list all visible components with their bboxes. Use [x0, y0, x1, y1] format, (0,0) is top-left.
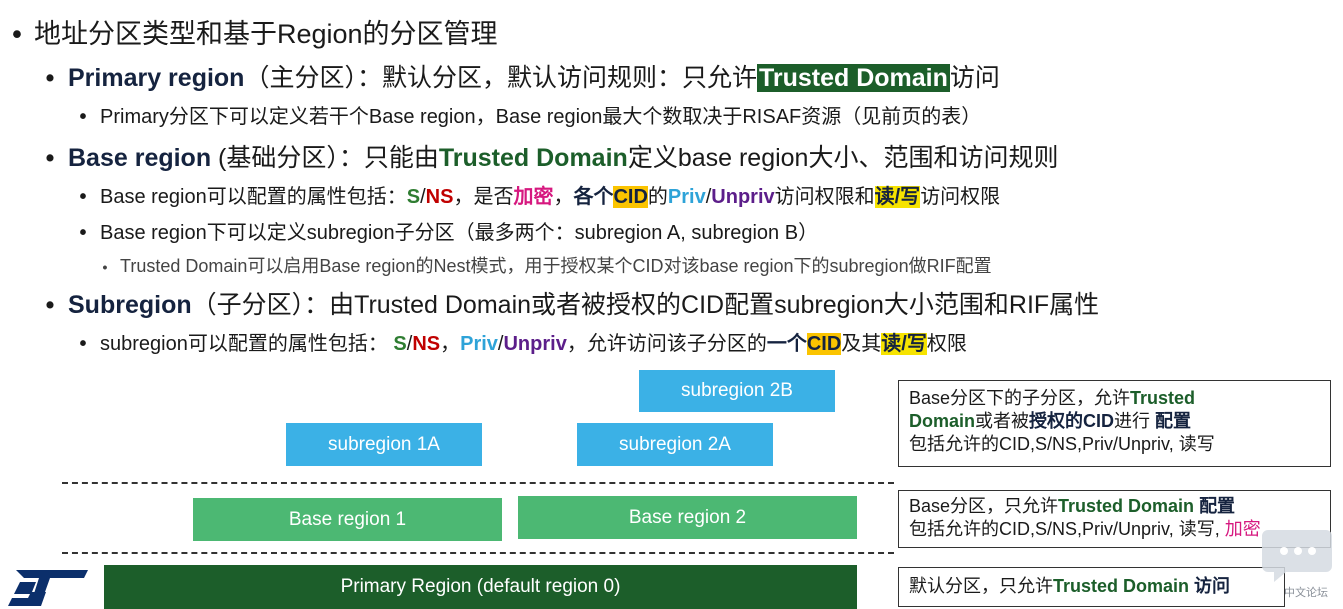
unpriv-label: Unpriv	[503, 333, 567, 355]
heading-line: • 地址分区类型和基于Region的分区管理	[0, 12, 498, 51]
chat-bubble-icon	[1262, 530, 1332, 582]
text: subregion可以配置的属性包括：	[100, 333, 394, 355]
slash: /	[497, 333, 504, 355]
text: ，允许访问该子分区的	[566, 333, 767, 355]
text: ，	[440, 333, 461, 355]
rw-highlight: 读/写	[881, 333, 927, 355]
text: 包括允许的CID,S/NS,Priv/Unpriv, 读写,	[909, 519, 1225, 539]
bullet: •	[79, 333, 87, 355]
nest-mode-line: • Trusted Domain可以启用Base region的Nest模式，用于…	[90, 252, 992, 278]
text: ，	[553, 186, 574, 208]
text: ，是否	[453, 186, 514, 208]
subregion-2b-box: subregion 2B	[639, 370, 835, 412]
slash: /	[705, 186, 712, 208]
text: 访问	[949, 64, 1000, 92]
forum-watermark: 中文论坛	[1262, 526, 1336, 608]
watermark-text: 中文论坛	[1284, 587, 1328, 599]
note-base: Base分区，只允许Trusted Domain 配置 包括允许的CID,S/N…	[898, 490, 1331, 548]
ns-label: NS	[412, 333, 441, 355]
text: （主分区）：默认分区，默认访问规则：只允许	[244, 64, 757, 92]
text: （子分区）：由Trusted Domain或者被授权的CID配置subregio…	[191, 291, 1100, 319]
text: 访问权限	[920, 186, 1001, 208]
trusted-domain-text: Trusted Domain	[1058, 496, 1200, 516]
trusted-domain-text: Trusted Domain	[1053, 576, 1195, 596]
subregion-2a-box: subregion 2A	[577, 423, 773, 466]
slash: /	[420, 186, 426, 208]
encrypt-text: 加密	[1224, 519, 1261, 539]
text: 默认分区，只允许	[909, 576, 1053, 596]
text: Base分区，只允许	[909, 496, 1059, 516]
bullet: •	[45, 144, 55, 172]
base-region-1-box: Base region 1	[193, 498, 502, 541]
subregion-line: • Subregion（子分区）：由Trusted Domain或者被授权的CID…	[32, 285, 1100, 321]
text: 定义base region大小、范围和访问规则	[627, 144, 1059, 172]
s-label: S	[406, 186, 421, 208]
text: 进行	[1114, 411, 1156, 431]
bullet: •	[79, 222, 87, 244]
term-subregion: Subregion	[68, 291, 192, 319]
s-label: S	[393, 333, 407, 355]
text: 权限	[926, 333, 967, 355]
base-region-line: • Base region (基础分区）：只能由Trusted Domain定义b…	[32, 138, 1059, 174]
cid-highlight: CID	[613, 186, 648, 208]
note-primary: 默认分区，只允许Trusted Domain 访问	[898, 567, 1285, 607]
unpriv-label: Unpriv	[711, 186, 775, 208]
text: 访问权限和	[774, 186, 875, 208]
domain-text: Domain	[909, 411, 976, 431]
bullet: •	[79, 106, 87, 128]
primary-sub-line: • Primary分区下可以定义若干个Base region，Base regio…	[66, 100, 981, 129]
text: 包括允许的CID,S/NS,Priv/Unpriv, 读写	[909, 434, 1215, 454]
authorized-cid-text: 授权的CID	[1029, 411, 1115, 431]
bullet: •	[45, 291, 55, 319]
bullet: •	[12, 19, 22, 49]
st-logo-icon	[8, 570, 88, 606]
one-label: 一个	[766, 333, 807, 355]
priv-label: Priv	[667, 186, 706, 208]
text: 或者被	[975, 411, 1030, 431]
slash: /	[406, 333, 413, 355]
each-label: 各个	[573, 186, 614, 208]
bullet: •	[79, 186, 87, 208]
term-primary-region: Primary region	[68, 64, 245, 92]
encrypt-label: 加密	[513, 186, 554, 208]
trusted-domain-highlight: Trusted Domain	[756, 64, 950, 92]
config-text: 配置	[1199, 496, 1236, 516]
priv-label: Priv	[460, 333, 498, 355]
base-attr-line: •Base region可以配置的属性包括：S/NS，是否加密，各个CID的Pr…	[66, 180, 1000, 209]
cid-highlight: CID	[806, 333, 842, 355]
primary-region-box: Primary Region (default region 0)	[104, 565, 857, 609]
rw-highlight: 读/写	[874, 186, 921, 208]
config-text: 配置	[1155, 411, 1192, 431]
text: Trusted Domain可以启用Base region的Nest模式，用于授…	[120, 256, 992, 276]
text: Base region可以配置的属性包括：	[100, 186, 407, 208]
primary-region-line: • Primary region（主分区）：默认分区，默认访问规则：只允许Trus…	[32, 58, 1000, 94]
text: 及其	[841, 333, 882, 355]
text: Base分区下的子分区，允许	[909, 388, 1131, 408]
note-subregion: Base分区下的子分区，允许Trusted Domain或者被授权的CID进行 …	[898, 380, 1331, 467]
divider-line	[62, 482, 894, 484]
base-region-2-box: Base region 2	[518, 496, 857, 539]
text: Primary分区下可以定义若干个Base region，Base region…	[100, 106, 982, 128]
heading-text: 地址分区类型和基于Region的分区管理	[34, 19, 498, 49]
trusted-text: Trusted	[1130, 388, 1196, 408]
term-base-region: Base region	[68, 144, 212, 172]
bullet: •	[102, 259, 108, 275]
base-subregion-line: • Base region下可以定义subregion子分区（最多两个：subre…	[66, 216, 818, 245]
subregion-attr-line: •subregion可以配置的属性包括： S/NS，Priv/Unpriv，允许…	[66, 327, 967, 356]
text: Base region下可以定义subregion子分区（最多两个：subreg…	[100, 222, 819, 244]
ns-label: NS	[425, 186, 454, 208]
subregion-1a-box: subregion 1A	[286, 423, 482, 466]
access-text: 访问	[1194, 576, 1231, 596]
trusted-domain-text: Trusted Domain	[438, 144, 628, 172]
bullet: •	[45, 64, 55, 92]
text: 的	[647, 186, 668, 208]
divider-line	[62, 552, 894, 554]
text: (基础分区）：只能由	[211, 144, 439, 172]
